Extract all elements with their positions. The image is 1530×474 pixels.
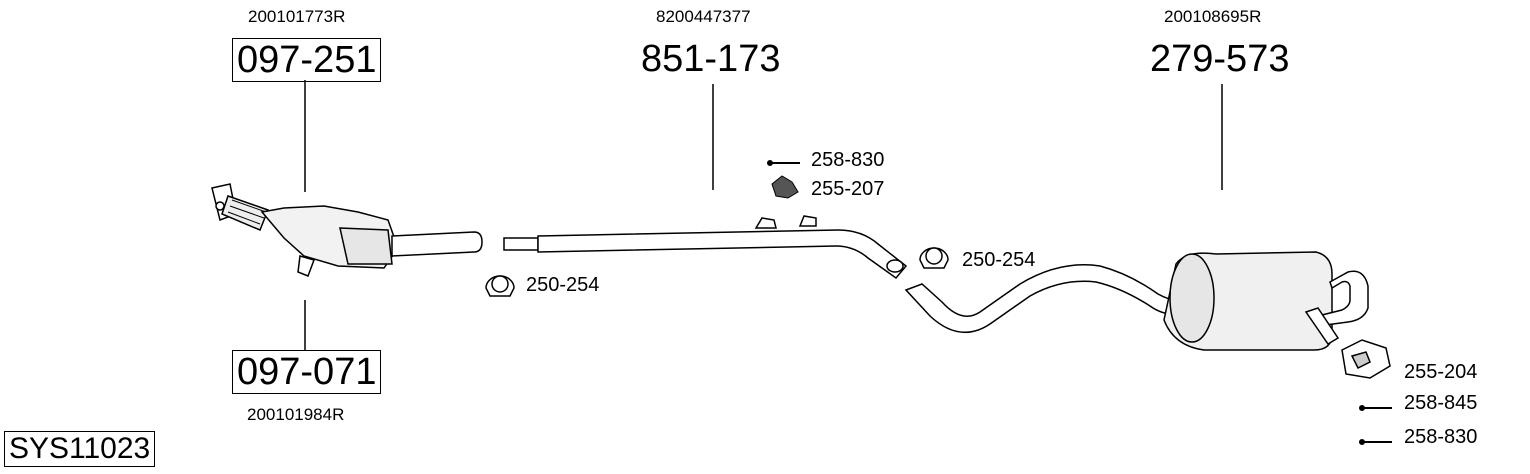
middle-pipe-part (503, 215, 908, 280)
part-number-097-071[interactable]: 097-071 (232, 350, 382, 394)
bracket-icon-top (771, 175, 799, 199)
rear-muffler-part (904, 251, 1369, 351)
bolt-icon-rear-2 (1359, 439, 1392, 445)
part-number-851-173[interactable]: 851-173 (641, 38, 781, 80)
bolt-label-rear-1[interactable]: 258-845 (1404, 392, 1478, 414)
bracket-icon-rear (1341, 339, 1391, 379)
clamp-label-mid[interactable]: 250-254 (962, 249, 1036, 271)
bracket-label-top[interactable]: 255-207 (811, 178, 885, 200)
system-code: SYS11023 (4, 431, 156, 467)
oem-number-097-071: 200101984R (247, 405, 345, 424)
part-number-097-251[interactable]: 097-251 (232, 38, 382, 82)
bolt-icon-top (767, 160, 800, 166)
oem-number-279-573: 200108695R (1164, 7, 1262, 26)
bolt-label-rear-2[interactable]: 258-830 (1404, 426, 1478, 448)
bolt-label-top[interactable]: 258-830 (811, 149, 885, 171)
oem-number-851-173: 8200447377 (656, 7, 751, 26)
clamp-icon-left (485, 275, 515, 297)
clamp-icon-mid (919, 247, 949, 269)
oem-number-097-251: 200101773R (248, 7, 346, 26)
bracket-label-rear[interactable]: 255-204 (1404, 361, 1478, 383)
part-number-279-573[interactable]: 279-573 (1150, 38, 1290, 80)
clamp-label-left[interactable]: 250-254 (526, 274, 600, 296)
catalytic-converter-part (211, 183, 483, 277)
bolt-icon-rear-1 (1359, 405, 1392, 411)
